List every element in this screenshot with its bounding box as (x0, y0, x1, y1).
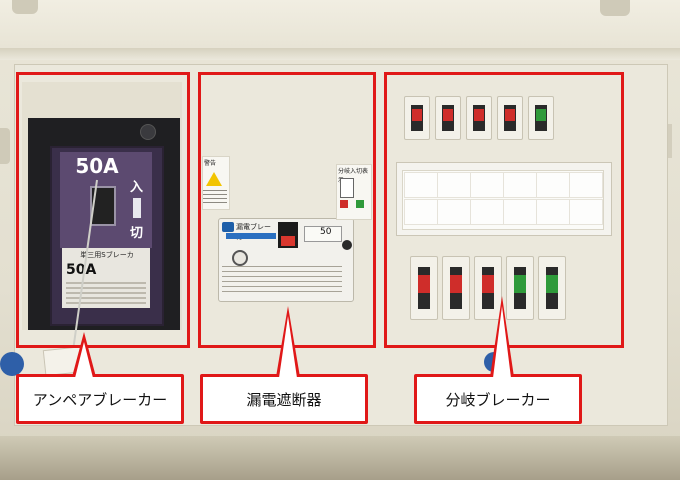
ampere-label-title: 単三用Sブレーカ (80, 251, 134, 259)
warning-icon (206, 172, 222, 186)
branch-breaker-top-3[interactable] (466, 96, 492, 140)
callout-earth-leakage-breaker: 漏電遮断器 (200, 374, 368, 424)
callout-pointer-elb-inner (279, 316, 297, 378)
label-cell (569, 172, 603, 198)
reset-knob[interactable] (342, 240, 352, 250)
earth-leakage-handle[interactable] (281, 236, 295, 246)
lid-hinge-right (600, 0, 630, 16)
breaker-toggle-red[interactable] (474, 109, 484, 121)
breaker-toggle-red[interactable] (443, 109, 453, 121)
breaker-toggle-red[interactable] (505, 109, 515, 121)
branch-breaker-top-5[interactable] (528, 96, 554, 140)
warning-title: 警告 (204, 160, 217, 167)
sensitivity-value: 50 (320, 227, 332, 237)
off-mark: 切 (130, 226, 144, 241)
label-cell (470, 172, 504, 198)
breaker-toggle-green[interactable] (514, 275, 526, 293)
red-swatch-icon (340, 200, 348, 208)
lid-hinge-left (12, 0, 38, 14)
branch-breaker-top-2[interactable] (435, 96, 461, 140)
label-cell (437, 172, 471, 198)
ampere-breaker-highlight-frame (16, 72, 190, 348)
callout-branch-breaker: 分岐ブレーカー (414, 374, 582, 424)
label-cell (569, 199, 603, 225)
floor (0, 436, 680, 480)
breaker-toggle-red[interactable] (450, 275, 462, 293)
label-cell (437, 199, 471, 225)
side-tab-left (0, 128, 10, 164)
ampere-label-rating: 50A (66, 262, 97, 278)
callout-ampere-breaker: アンペアブレーカー (16, 374, 184, 424)
label-cell (503, 172, 537, 198)
label-cell (404, 199, 438, 225)
on-mark: 入 (130, 180, 144, 195)
green-swatch-icon (356, 200, 364, 208)
breaker-toggle-red[interactable] (482, 275, 494, 293)
brand-logo-icon (222, 222, 234, 232)
sensitivity-dial (304, 226, 342, 242)
breaker-toggle-red[interactable] (412, 109, 422, 121)
callout-pointer-amp-inner (75, 342, 93, 378)
toggle-diagram-icon (340, 178, 354, 198)
switch-indicator (133, 198, 141, 218)
brand-badge-icon (0, 352, 24, 376)
ampere-rating: 50A (75, 154, 119, 178)
branch-breaker-bottom-1[interactable] (410, 256, 438, 320)
spec-text-lines (222, 266, 342, 294)
warning-text-lines (203, 190, 227, 206)
label-cell (503, 199, 537, 225)
label-cell (536, 172, 570, 198)
label-cell (536, 199, 570, 225)
test-button[interactable] (232, 250, 248, 266)
label-cell (404, 172, 438, 198)
lock-icon (140, 124, 156, 140)
branch-breaker-bottom-5[interactable] (538, 256, 566, 320)
breaker-toggle-green[interactable] (546, 275, 558, 293)
branch-breaker-bottom-4[interactable] (506, 256, 534, 320)
model-bar (226, 233, 276, 239)
branch-breaker-top-1[interactable] (404, 96, 430, 140)
branch-breaker-top-4[interactable] (497, 96, 523, 140)
lid-edge (0, 48, 680, 60)
breaker-toggle-red[interactable] (418, 275, 430, 293)
breaker-toggle-green[interactable] (536, 109, 546, 121)
callout-pointer-branch-inner (493, 306, 511, 378)
branch-breaker-bottom-2[interactable] (442, 256, 470, 320)
